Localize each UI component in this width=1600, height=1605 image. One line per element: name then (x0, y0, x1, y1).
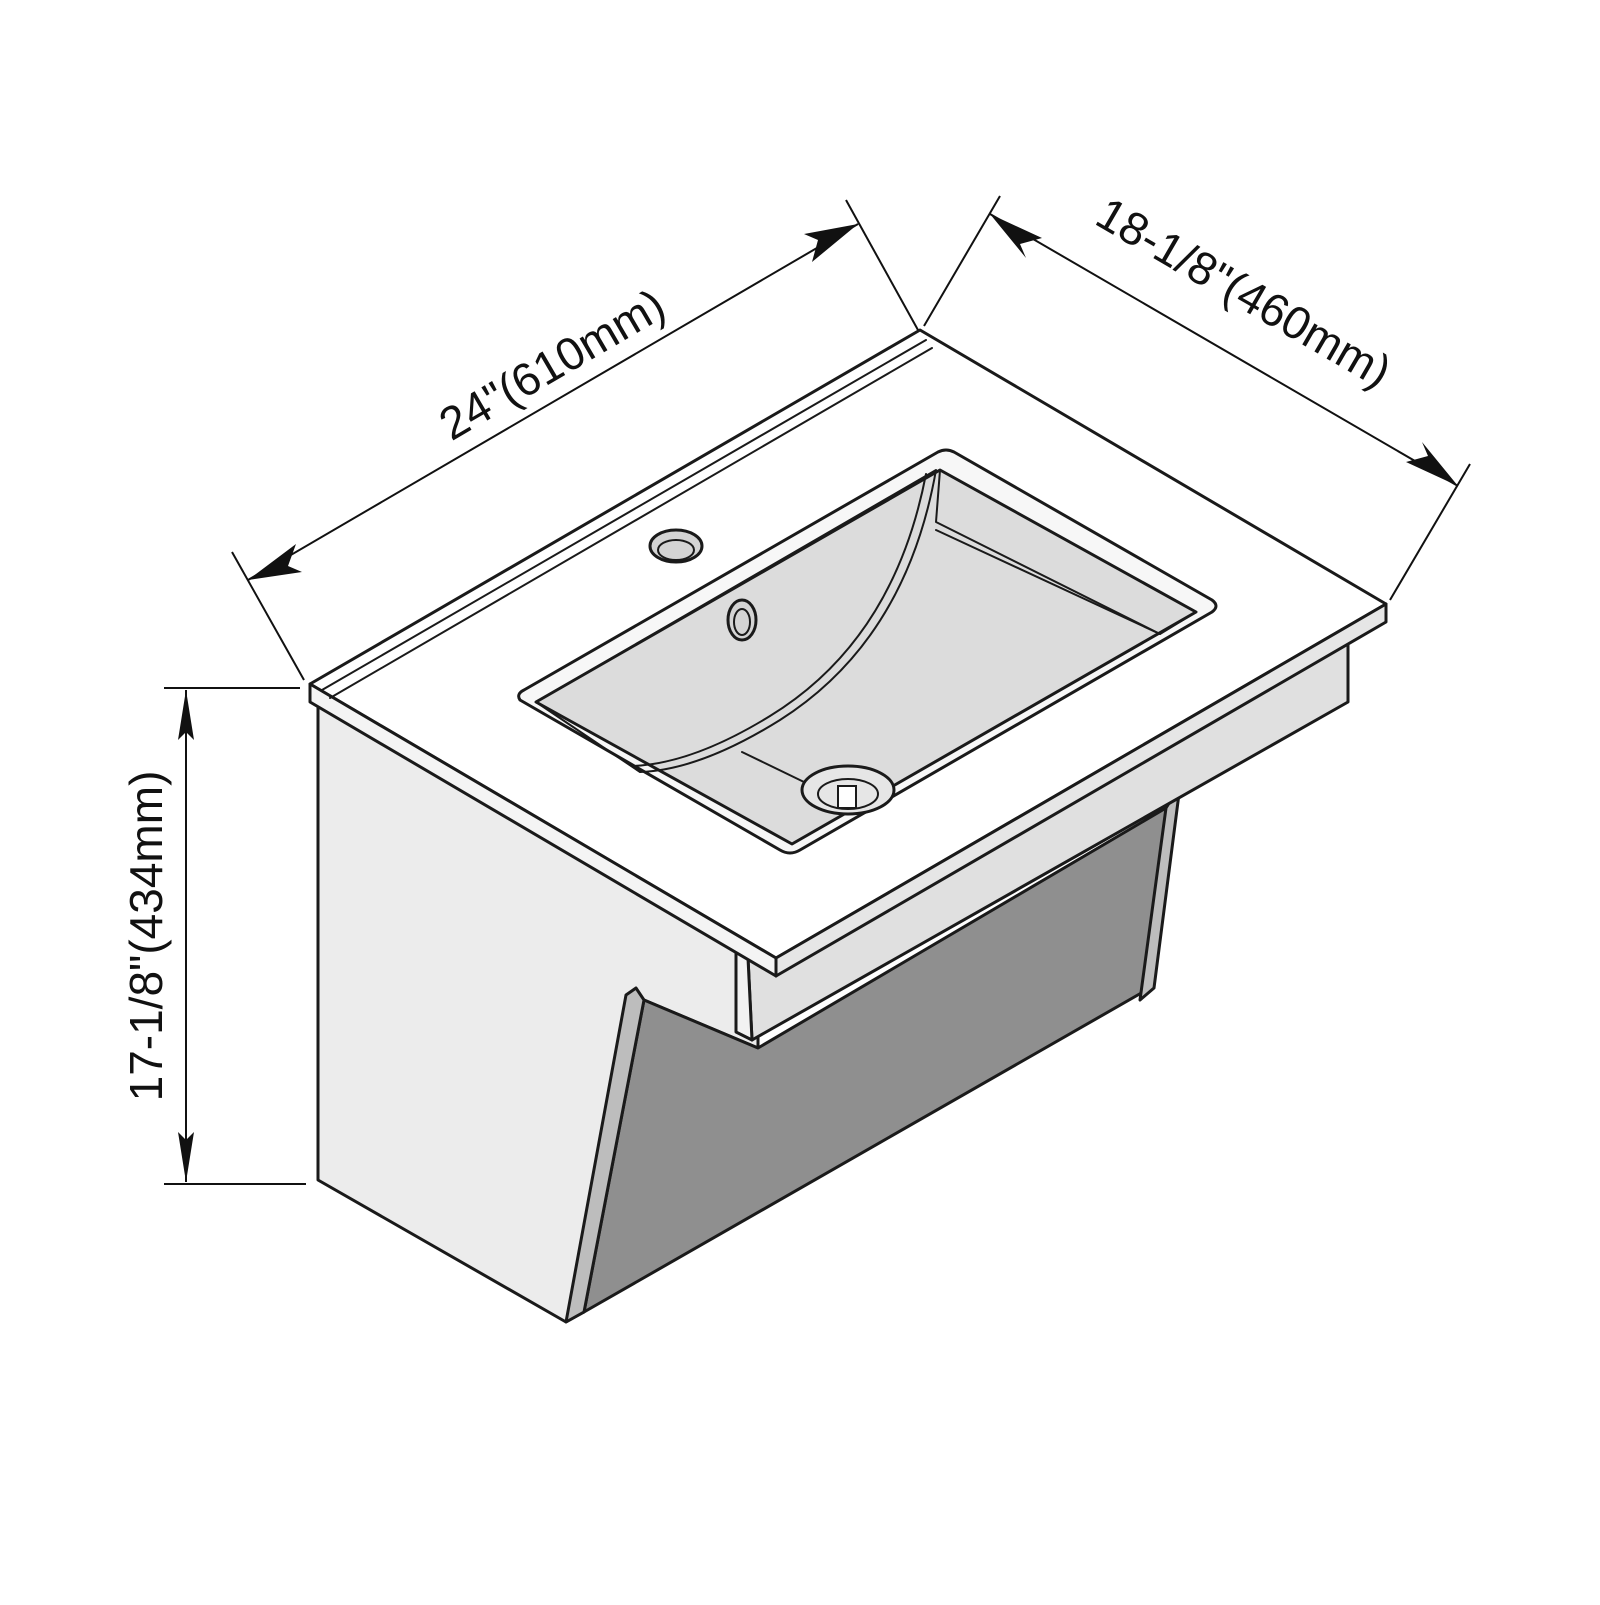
width-arrow-right (804, 224, 858, 262)
depth-arrow-left (990, 214, 1042, 258)
cabinet (316, 638, 1350, 1324)
drain (800, 764, 896, 816)
basin-curve-line (631, 473, 927, 767)
dimension-height: 17-1/8"(434mm) (120, 687, 306, 1185)
depth-arrow-right (1406, 442, 1458, 486)
depth-dimension-line (989, 213, 1459, 487)
backsplash-lip-inner (329, 347, 933, 699)
faucet-hole-inner (657, 539, 695, 561)
basin-floor-line (935, 529, 1161, 635)
height-label: 17-1/8"(434mm) (120, 771, 172, 1102)
faucet-hole-outer (648, 528, 704, 564)
height-arrow-bottom (178, 1132, 194, 1182)
cabinet-apron-edge (734, 948, 754, 1042)
countertop-right-edge (774, 602, 1388, 978)
faucet-hole (648, 528, 704, 564)
width-extension-right (845, 199, 919, 331)
width-label: 24"(610mm) (430, 278, 673, 450)
depth-extension-left (923, 195, 1001, 327)
basin-floor-line-2 (741, 751, 805, 783)
cabinet-left-edge (564, 986, 646, 1324)
width-extension-left (231, 551, 305, 681)
height-arrow-top (178, 690, 194, 740)
depth-extension-right (1389, 463, 1471, 601)
basin-curve (535, 469, 937, 773)
width-dimension-line (247, 223, 859, 581)
width-arrow-left (248, 544, 302, 580)
drain-slot (837, 785, 857, 809)
depth-label: 18-1/8"(460mm) (1088, 187, 1400, 398)
overflow-hole-inner (733, 608, 751, 636)
basin (517, 448, 1218, 855)
overflow-hole (726, 598, 758, 642)
backsplash-lip (321, 339, 927, 691)
